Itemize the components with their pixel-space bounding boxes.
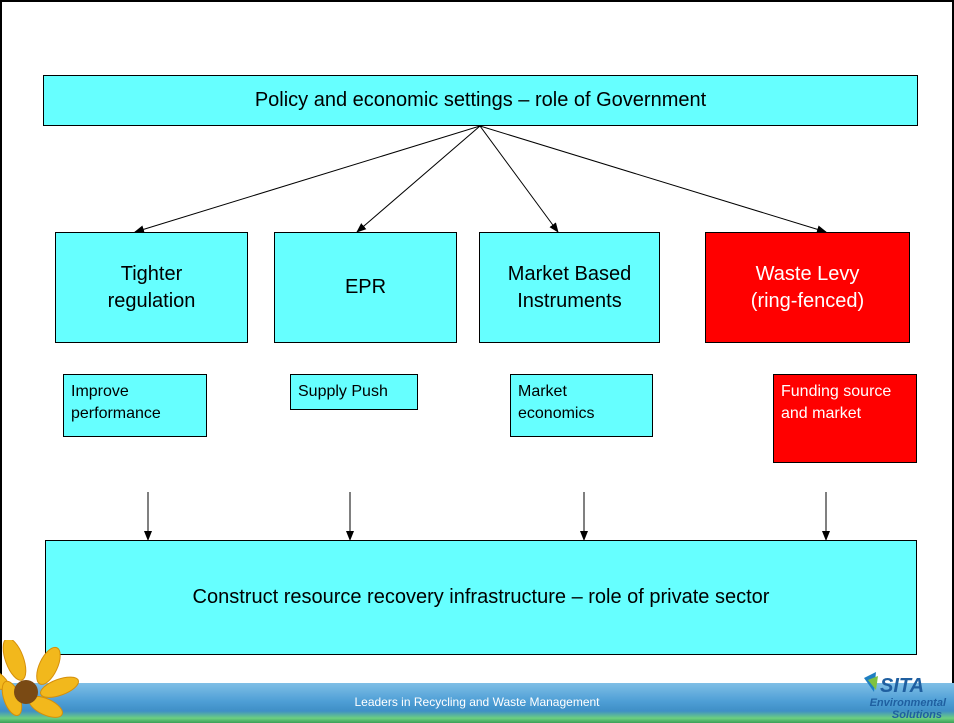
logo-line2: Solutions: [892, 709, 942, 721]
outcome-box-supply-push: Supply Push: [290, 374, 418, 410]
arrow-to-waste-levy: [479, 125, 827, 234]
private-sector-box: Construct resource recovery infrastructu…: [45, 540, 917, 655]
arrow-to-market-based-instruments: [479, 125, 559, 233]
logo-line1: Environmental: [870, 697, 947, 709]
instrument-box-tighter-regulation: Tighter regulation: [55, 232, 248, 343]
instrument-box-market-based-instruments: Market Based Instruments: [479, 232, 660, 343]
outcome-box-improve-performance: Improve performance: [63, 374, 207, 437]
arrow-to-tighter-regulation: [134, 125, 481, 234]
sita-logo-icon: SITA Environmental Solutions: [864, 672, 947, 721]
arrow-to-epr: [356, 125, 481, 233]
outcome-box-funding-source: Funding source and market: [773, 374, 917, 463]
sunflower-icon: [0, 640, 80, 718]
footer-tagline: Leaders in Recycling and Waste Managemen…: [354, 695, 600, 709]
outcome-box-market-economics: Market economics: [510, 374, 653, 437]
logo-name: SITA: [880, 675, 924, 697]
instrument-box-epr: EPR: [274, 232, 457, 343]
footer-bar: [0, 683, 954, 723]
instrument-box-waste-levy: Waste Levy (ring-fenced): [705, 232, 910, 343]
government-policy-box: Policy and economic settings – role of G…: [43, 75, 918, 126]
